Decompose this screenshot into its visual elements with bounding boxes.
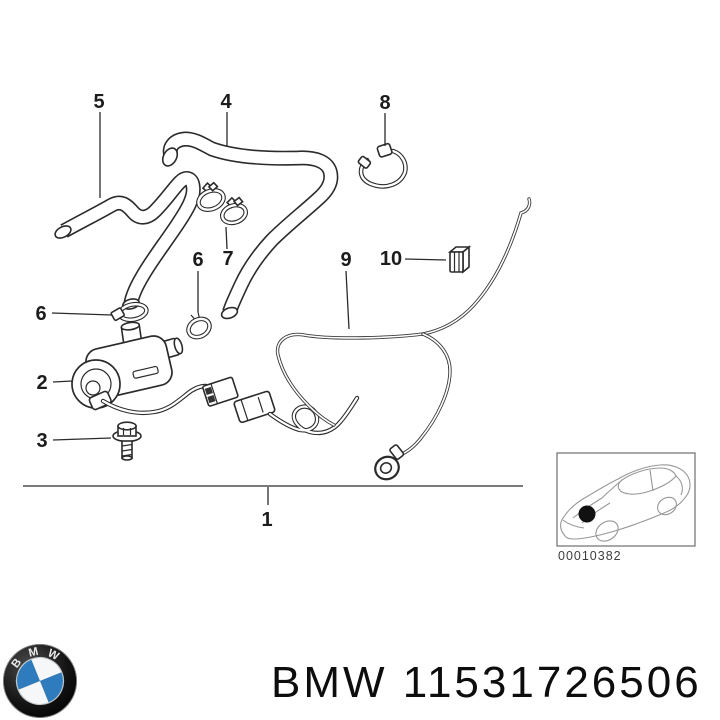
logo-letter-m: M bbox=[27, 646, 39, 660]
logo-letter-w: W bbox=[46, 647, 61, 663]
callout-7: 7 bbox=[222, 248, 233, 270]
hose-4-open-end-top bbox=[161, 147, 179, 167]
logo-quadrants bbox=[15, 656, 65, 706]
callout-3: 3 bbox=[36, 430, 47, 452]
callout-6b: 6 bbox=[192, 249, 203, 271]
location-dot bbox=[578, 505, 596, 523]
thumbnail-code: 00010382 bbox=[558, 549, 622, 563]
cable-9 bbox=[275, 197, 532, 481]
clamp-6b bbox=[186, 311, 212, 340]
hose-4 bbox=[161, 131, 339, 320]
callout-8: 8 bbox=[379, 92, 390, 114]
callouts: 5 4 8 6 6 7 9 10 2 3 1 bbox=[35, 91, 447, 531]
clamp-7b bbox=[219, 196, 249, 226]
bmw-logo: B M W bbox=[3, 644, 77, 718]
bolt-3 bbox=[112, 421, 142, 461]
callout-2: 2 bbox=[36, 372, 47, 394]
clamp-6a bbox=[110, 301, 149, 323]
callout-5: 5 bbox=[93, 91, 104, 113]
callout-9: 9 bbox=[340, 249, 351, 271]
auxiliary-water-pump bbox=[71, 321, 184, 411]
callout-4: 4 bbox=[220, 91, 232, 113]
hose-5-open-end-left bbox=[54, 225, 72, 239]
ring-terminal-ferrule bbox=[389, 444, 405, 460]
clip-10 bbox=[447, 245, 472, 274]
callout-10: 10 bbox=[380, 248, 402, 270]
callout-6a: 6 bbox=[35, 303, 46, 325]
part-number-text: BMW 11531726506 bbox=[271, 658, 702, 707]
harness-connector-male bbox=[233, 390, 276, 424]
harness-connector-female bbox=[202, 376, 239, 407]
hose-4-open-end-bottom bbox=[220, 306, 239, 320]
callout-1: 1 bbox=[261, 509, 272, 531]
clamp-7a bbox=[196, 181, 226, 212]
pump-wiring-harness bbox=[100, 376, 360, 436]
reference-line-1 bbox=[23, 485, 523, 505]
car-location-thumbnail: 00010382 bbox=[556, 452, 696, 563]
diagram-canvas: 5 4 8 6 6 7 9 10 2 3 1 bbox=[23, 91, 696, 563]
bracket-8 bbox=[357, 142, 408, 189]
hose-5 bbox=[54, 171, 201, 310]
